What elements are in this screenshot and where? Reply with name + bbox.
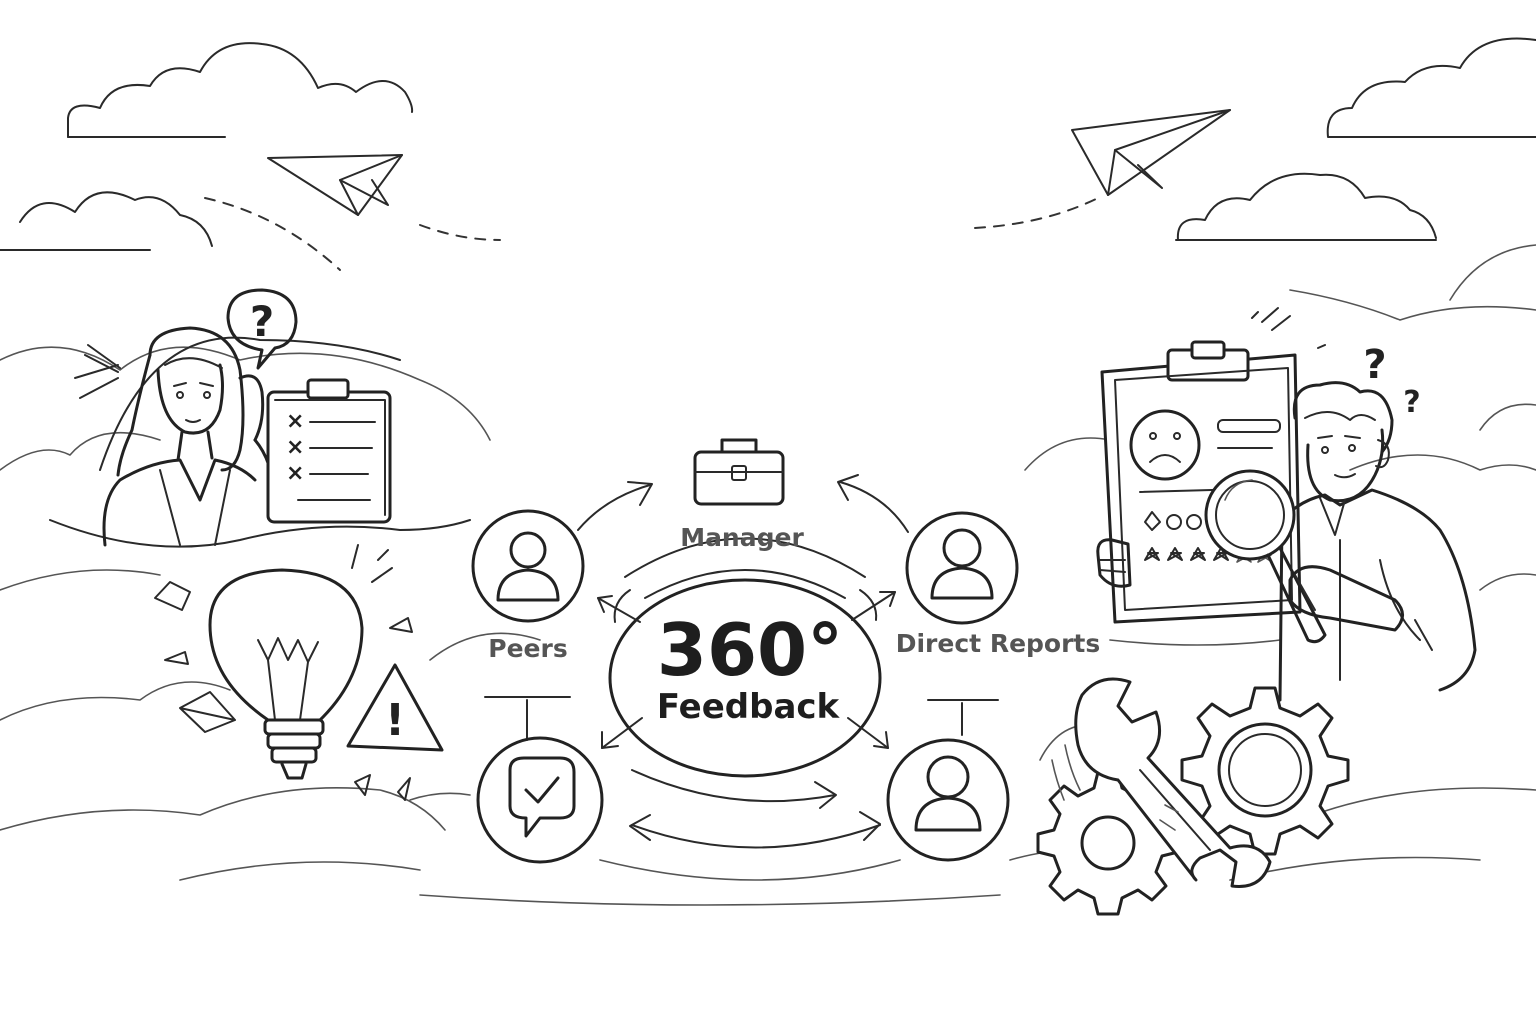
question-mark-icon: ? bbox=[1363, 342, 1386, 388]
manager-label: Manager bbox=[680, 523, 804, 552]
background-hills bbox=[0, 244, 1536, 906]
reviewer-scene: ? ? bbox=[1096, 307, 1477, 702]
svg-text:!: ! bbox=[385, 695, 405, 746]
connector-arrow bbox=[629, 811, 881, 849]
person-icon bbox=[930, 528, 994, 600]
direct-reports-node: Direct Reports bbox=[896, 511, 1101, 658]
tools-scene bbox=[1036, 677, 1350, 916]
self-node bbox=[476, 696, 604, 864]
svg-text:×: × bbox=[286, 409, 304, 434]
connector-arrow bbox=[601, 717, 643, 749]
flight-trail bbox=[204, 197, 341, 271]
orbit-arc bbox=[644, 569, 846, 599]
cloud bbox=[0, 191, 213, 251]
confused-woman-scene: ? × × × bbox=[49, 288, 471, 548]
briefcase-icon bbox=[693, 438, 785, 506]
svg-text:×: × bbox=[286, 461, 304, 486]
cloud bbox=[67, 42, 414, 138]
gear-icon bbox=[1180, 686, 1350, 856]
person-icon bbox=[496, 531, 560, 602]
sad-face-icon bbox=[1129, 409, 1201, 481]
lightbulb-icon bbox=[208, 568, 364, 724]
other-node bbox=[886, 699, 1010, 862]
orbit-arc bbox=[624, 537, 866, 578]
cloud bbox=[1326, 37, 1536, 138]
connector-arrow bbox=[851, 591, 896, 621]
question-mark-icon: ? bbox=[1403, 385, 1420, 420]
sky-decorations bbox=[0, 37, 1536, 271]
cloud bbox=[1175, 172, 1437, 241]
connector-arrow bbox=[837, 474, 909, 533]
feedback-diagram: 360° Feedback Manager Peers bbox=[471, 438, 1101, 864]
magnifier-icon bbox=[1204, 469, 1296, 561]
flight-trail bbox=[974, 197, 1099, 229]
connector-arrow bbox=[597, 595, 641, 623]
paper-plane-icon bbox=[267, 154, 403, 216]
orbit-arc bbox=[859, 589, 878, 621]
flight-trail bbox=[419, 224, 501, 241]
direct-reports-label: Direct Reports bbox=[896, 629, 1101, 658]
warning-icon bbox=[346, 663, 444, 752]
hub-ellipse bbox=[608, 578, 882, 778]
hub-subtitle: Feedback bbox=[657, 687, 841, 727]
manager-node: Manager bbox=[680, 438, 804, 552]
peers-label: Peers bbox=[488, 634, 567, 663]
idea-warning-scene: ! bbox=[154, 544, 444, 801]
hub-title: 360° bbox=[657, 608, 843, 692]
connector-arrow bbox=[847, 717, 889, 749]
question-mark-icon: ? bbox=[250, 297, 274, 346]
orbit-arc bbox=[613, 589, 631, 623]
chat-check-icon bbox=[508, 756, 576, 838]
connector-arrow bbox=[631, 769, 837, 809]
connector-arrow bbox=[577, 481, 653, 531]
person-icon bbox=[914, 755, 982, 832]
svg-text:×: × bbox=[286, 435, 304, 460]
peers-node: Peers bbox=[471, 509, 585, 663]
paper-plane-icon bbox=[1071, 109, 1231, 196]
